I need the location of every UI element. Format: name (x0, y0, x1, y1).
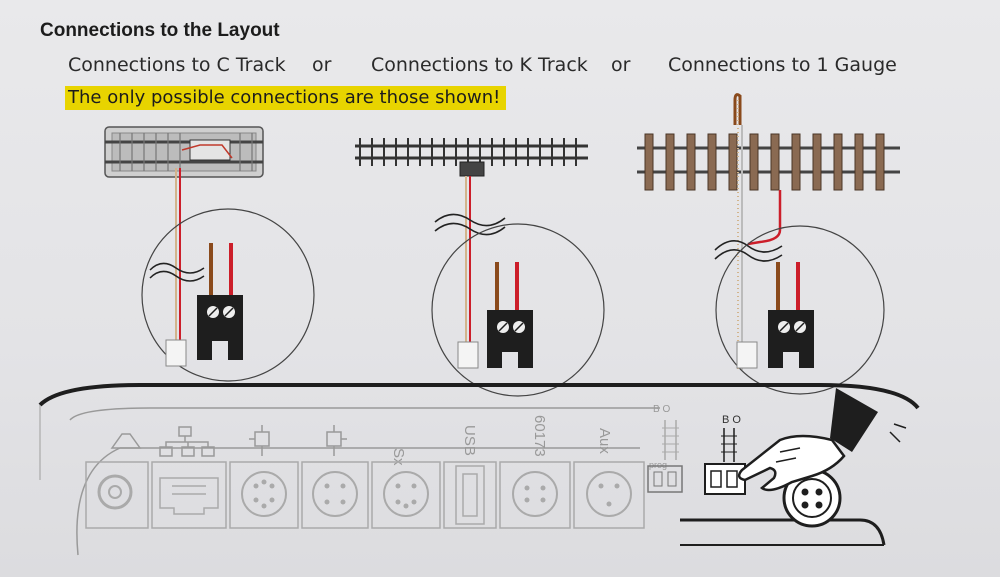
speaker-icon (110, 433, 142, 449)
socket-60173 (512, 471, 558, 517)
port-label-usb: USB (461, 425, 478, 456)
hand-pointer-icon (737, 388, 907, 492)
option-separator-1: or (312, 54, 332, 76)
k-track-terminal-block (487, 310, 533, 368)
audio-jack (97, 474, 133, 510)
usb-port-frame (443, 461, 497, 529)
option-1-gauge: Connections to 1 Gauge (668, 54, 897, 76)
port-label-bo-left: B O (653, 404, 670, 415)
speaker-port-frame (85, 461, 149, 529)
c-track-diagram (104, 126, 315, 382)
port-label-60173: 60173 (531, 415, 548, 457)
option-c-track: Connections to C Track (68, 54, 286, 76)
network-icon (159, 426, 215, 457)
notice-highlight: The only possible connections are those … (65, 86, 507, 110)
gauge-1-diagram (637, 93, 900, 395)
gauge-1-terminal-block (768, 310, 814, 368)
prog-track-terminal (647, 420, 683, 493)
booster-port-2-frame (301, 461, 369, 529)
gauge-1-plug (736, 341, 758, 369)
c-track-zoom-circle (141, 208, 315, 382)
port-60173-frame (499, 461, 571, 529)
gauge-1-zoom-circle (715, 225, 885, 395)
main-track-terminal (704, 428, 746, 495)
port-label-bo-right: B O (722, 414, 741, 426)
c-track-terminal-block (197, 295, 243, 360)
network-port-frame (151, 461, 227, 529)
booster-icon (326, 425, 347, 456)
k-track-plug (457, 341, 479, 369)
page-heading: Connections to the Layout (40, 20, 280, 41)
port-label-prog: prog (649, 460, 667, 470)
usb-socket (455, 465, 485, 525)
option-separator-2: or (611, 54, 631, 76)
sx-port-frame (371, 461, 441, 529)
network-socket (159, 477, 219, 515)
k-track-diagram (355, 138, 605, 397)
port-label-aux: Aux (596, 428, 613, 454)
k-track-connector (459, 161, 485, 177)
k-track-zoom-circle (431, 223, 605, 397)
aux-port-frame (573, 461, 645, 529)
booster-socket-2 (312, 471, 358, 517)
port-label-sx: Sx (390, 448, 407, 466)
c-track-plug (165, 339, 187, 367)
booster-port-1-frame (229, 461, 299, 529)
option-k-track: Connections to K Track (371, 54, 588, 76)
booster-icon (249, 425, 270, 456)
aux-socket (586, 471, 632, 517)
booster-socket-1 (241, 471, 287, 517)
sx-socket (383, 471, 429, 517)
